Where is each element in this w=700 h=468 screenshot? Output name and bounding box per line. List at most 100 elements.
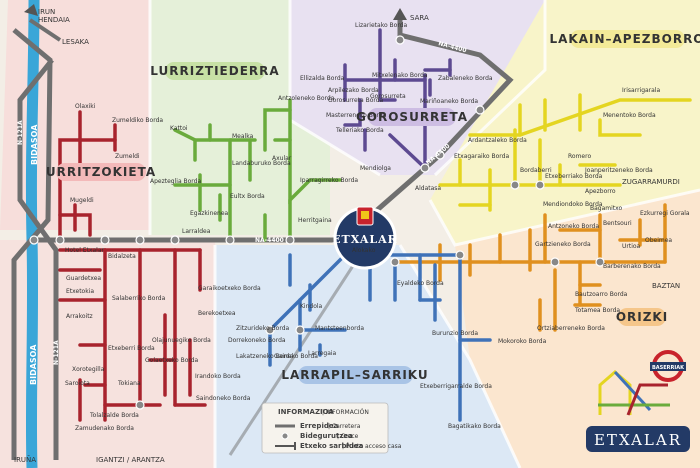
zone-pill-orizki: ORIZKI	[616, 308, 668, 326]
place-label: Arpilezako Borda	[328, 87, 379, 94]
center-marker	[333, 206, 397, 270]
road-label-n121a-bottom: N-121A	[53, 340, 60, 365]
place-label: Kattoi	[170, 125, 188, 132]
edge-hendaia: HENDAIA	[38, 16, 70, 24]
place-label: Saroiota	[65, 380, 90, 387]
junctions	[29, 35, 605, 410]
place-label: Ezkurregi Gorala	[640, 210, 690, 217]
route-purple	[343, 28, 452, 170]
place-label: Ardantzaleko Borda	[468, 137, 527, 144]
place-label: Xorotegilla	[72, 366, 105, 373]
legend-junction-bold: Bidegurutzea	[300, 432, 353, 440]
legend-title-rest: | INFORMACIÓN	[322, 409, 369, 416]
place-label: Zabaleneko Borda	[438, 75, 493, 82]
place-label: Garaikoetxeko Borda	[198, 285, 261, 292]
road-na4400-south	[228, 254, 362, 456]
place-label: Zitzurideko Borda	[236, 325, 290, 332]
logo-name: ETXALAR	[594, 431, 682, 449]
place-label: Telleriako Borda	[335, 127, 384, 134]
route-orange	[393, 203, 667, 332]
legend-road-rest: | Carretera	[328, 423, 361, 430]
place-label: Irisarrigarala	[622, 87, 660, 94]
place-label: Mitxelenako Borda	[372, 72, 428, 79]
legend-title-bold: INFORMAZIOA	[278, 408, 334, 416]
place-label: Kindola	[300, 303, 323, 310]
place-label: Apezborro	[585, 188, 616, 195]
place-labels-purple: Lizarietako Borda Mitxelenako Borda Zaba…	[300, 22, 493, 134]
place-label: Larraldea	[182, 228, 211, 235]
legend-junction-rest: | Cruce	[337, 433, 359, 440]
place-label: Ellizalda Borda	[300, 75, 345, 82]
place-label: Mendiondoko Borda	[543, 201, 603, 208]
arrow-irun	[24, 4, 38, 16]
place-label: Antzoneko Borda	[548, 223, 599, 230]
place-label: Berekoetxea	[198, 310, 236, 317]
place-label: Dorrekoneko Borda	[228, 337, 286, 344]
place-label: Gorosurreta Borda	[328, 97, 384, 104]
place-label: Herritgaina	[298, 217, 332, 224]
place-label: Urtioa	[622, 243, 641, 250]
place-label: Ortziaberreneko Borda	[537, 325, 605, 332]
place-labels-orange: Mendiondoko Borda Bagamitxo Antzoneko Bo…	[535, 201, 690, 332]
zone-pill-larrapil: LARRAPIL–SARRIKU	[281, 366, 428, 384]
legend: INFORMAZIOA | INFORMACIÓN Errepidea | Ca…	[261, 402, 402, 454]
place-label: Mantsteenborda	[315, 325, 364, 332]
zone-title-orizki: ORIZKI	[616, 310, 668, 324]
place-label: Golaetxeko Borda	[145, 357, 199, 364]
place-label: Burunzio Borda	[432, 330, 478, 337]
zone-pill-lurriztiederra: LURRIZTIEDERRA	[150, 62, 279, 80]
edge-zugarramurdi: ZUGARRAMURDI	[622, 178, 680, 186]
zone-borders	[148, 0, 700, 468]
place-labels-green: Kattoi Mealka Antzoleneko Borda Landabur…	[150, 95, 391, 224]
place-label: Hotel Etxalar	[65, 247, 105, 254]
river-label-top: BIDASOA	[30, 124, 39, 165]
zone-pill-gorosurreta: GOROSURRETA	[356, 108, 468, 126]
place-label: Irandoko Borda	[195, 373, 241, 380]
place-label: Gorosurreta	[370, 93, 406, 100]
place-label: Zamudenako Borda	[75, 425, 134, 432]
place-label: Barberenako Borda	[603, 263, 661, 270]
zone-title-urritzokieta: URRITZOKIETA	[46, 165, 156, 179]
place-label: Gartzieneko Borda	[535, 241, 591, 248]
zone-bg-gorosurreta	[290, 0, 545, 175]
zone-title-gorosurreta: GOROSURRETA	[356, 110, 468, 124]
place-label: Bentsouri	[603, 220, 632, 227]
place-label: Zumeldiko Borda	[112, 117, 163, 124]
place-label: Larregaia	[308, 350, 337, 357]
center-title: ETXALAR	[332, 233, 398, 246]
edge-baztan: BAZTAN	[652, 282, 680, 290]
place-label: Landaburuko Borda	[232, 160, 291, 167]
road-n121a-b	[17, 58, 59, 460]
place-label: Menentoko Borda	[603, 112, 656, 119]
river-label-bottom: BIDASOA	[29, 344, 38, 385]
zone-bg-lurriztiederra	[150, 0, 330, 235]
road-label-n121a-top: N-121A	[17, 120, 24, 145]
place-labels-yellow: Irisarrigarala Ardantzaleko Borda Etxaga…	[415, 87, 660, 195]
place-label: Etxagaraiko Borda	[454, 153, 509, 160]
edge-igantzi: IGANTZI / ARANTZA	[96, 456, 165, 464]
place-label: Arrakoitz	[66, 313, 93, 320]
place-label: Masterreneko Borda	[326, 112, 387, 119]
place-label: Axular	[272, 155, 292, 162]
edge-lesaka: LESAKA	[62, 38, 89, 46]
place-labels-red: Olaxiki Zumeldiko Borda Zumeldi Hotel Et…	[65, 103, 261, 432]
place-label: Obeimea	[645, 237, 672, 244]
place-label: Bautzoarro Borda	[575, 291, 628, 298]
place-label: Iparragirreko Borda	[300, 177, 358, 184]
zone-pill-lakain: LAKAIN–APEZBORRO	[549, 30, 700, 48]
place-label: Etxeberrigarralde Borda	[420, 383, 492, 390]
legend-road-bold: Errepidea	[300, 422, 339, 430]
zone-title-larrapil: LARRAPIL–SARRIKU	[281, 368, 428, 382]
zone-title-lurriztiederra: LURRIZTIEDERRA	[150, 64, 279, 78]
place-label: Mealka	[232, 133, 254, 140]
place-label: Guardetxea	[66, 275, 101, 282]
place-label: Eultx Borda	[230, 193, 265, 200]
legend-access-bold: Etxeko sarbidea	[300, 442, 364, 450]
route-red	[58, 110, 207, 422]
route-green	[173, 98, 342, 242]
place-label: Etxeberriako Borda	[545, 173, 603, 180]
place-label: Joanperitzeneko Borda	[584, 167, 653, 174]
place-label: Bagamitxo	[590, 205, 623, 212]
place-label: Egazkinenea	[190, 210, 229, 217]
